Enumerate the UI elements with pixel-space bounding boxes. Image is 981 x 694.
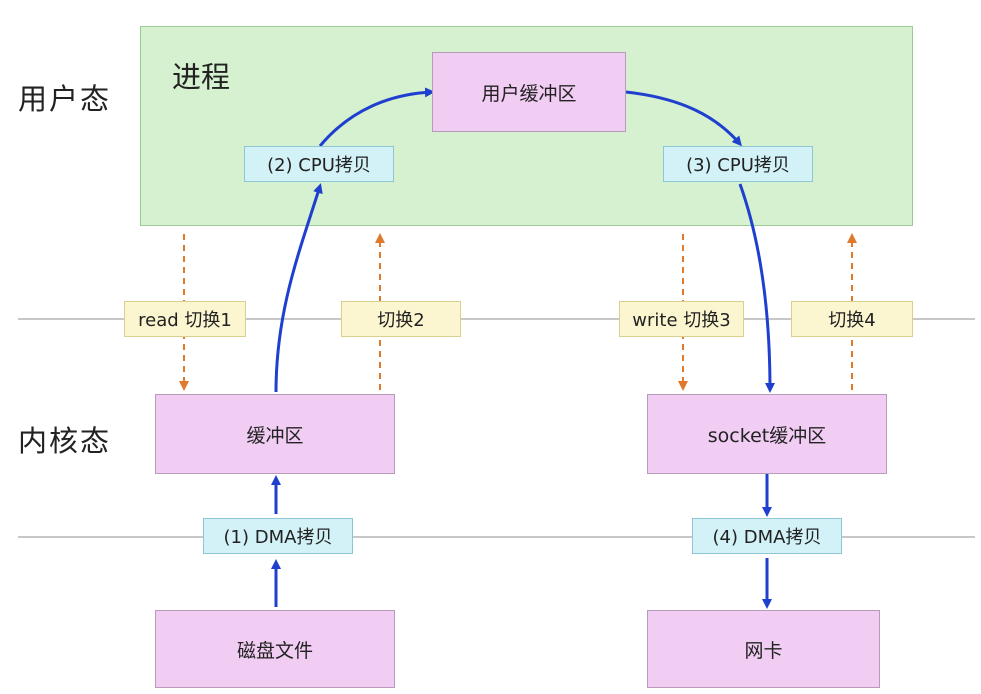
cpu-copy-3-arrow-lower [738, 183, 775, 393]
kernel-mode-label: 内核态 [18, 424, 112, 458]
switch-4-tag: 切换4 [791, 301, 913, 337]
dma-copy-1-tag: (1) DMA拷贝 [203, 518, 353, 554]
switch-2-tag: 切换2 [341, 301, 461, 337]
user-buffer-box: 用户缓冲区 [432, 52, 626, 132]
nic-box: 网卡 [647, 610, 880, 688]
kernel-buffer-box: 缓冲区 [155, 394, 395, 474]
user-mode-label: 用户态 [18, 82, 112, 116]
process-title: 进程 [172, 60, 231, 94]
dma-copy-4-tag: (4) DMA拷贝 [692, 518, 842, 554]
switch-1-tag: read 切换1 [124, 301, 246, 337]
switch-3-tag: write 切换3 [619, 301, 744, 337]
cpu-copy-2-arrow-upper [318, 87, 435, 147]
disk-file-box: 磁盘文件 [155, 610, 395, 688]
cpu-copy-3-tag: (3) CPU拷贝 [663, 146, 813, 182]
cpu-copy-2-tag: (2) CPU拷贝 [244, 146, 394, 182]
cpu-copy-2-arrow-lower [274, 183, 323, 393]
socket-buffer-box: socket缓冲区 [647, 394, 887, 474]
cpu-copy-3-arrow-upper [625, 90, 742, 147]
